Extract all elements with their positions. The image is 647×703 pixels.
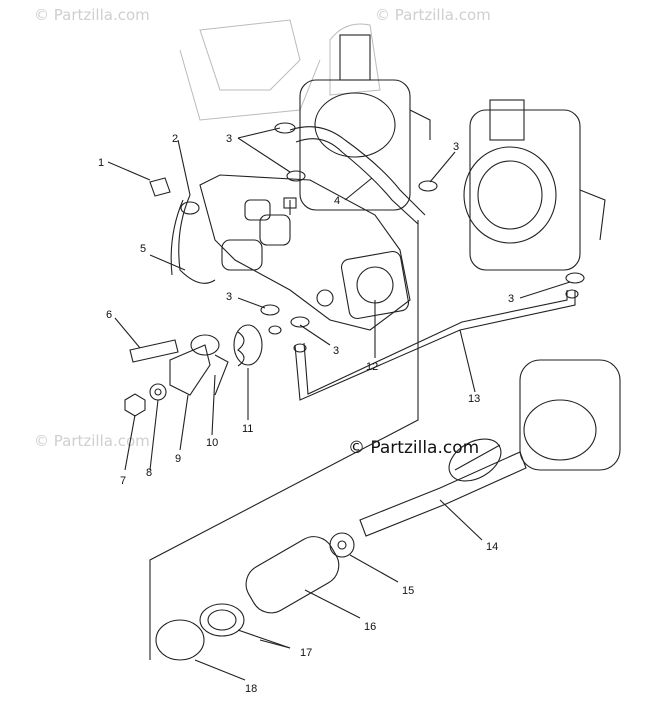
callout-16: 16 (364, 621, 376, 633)
callout-1: 1 (98, 157, 104, 169)
oil-pump-body (199, 174, 411, 331)
callout-2: 2 (172, 133, 178, 145)
watermark-top-left: © Partzilla.com (34, 6, 150, 24)
callout-12: 12 (366, 361, 378, 373)
watermark-top-right: © Partzilla.com (375, 6, 491, 24)
engine-cylinder-block (299, 34, 606, 271)
assembly-frame (149, 220, 419, 660)
callout-3e: 3 (508, 293, 514, 305)
fasteners (124, 177, 263, 417)
engine-background (179, 19, 381, 121)
callout-18: 18 (245, 683, 257, 695)
callout-17: 17 (300, 647, 312, 659)
callout-6: 6 (106, 309, 112, 321)
callout-10: 10 (206, 437, 218, 449)
callout-5: 5 (140, 243, 146, 255)
callout-3a: 3 (226, 133, 232, 145)
callout-15: 15 (402, 585, 414, 597)
callout-3c: 3 (226, 291, 232, 303)
callout-4: 4 (334, 195, 340, 207)
leader-lines (107, 127, 571, 681)
pump-shaft-assembly (155, 359, 621, 661)
callout-13: 13 (468, 393, 480, 405)
callout-11: 11 (242, 423, 253, 435)
watermark-main: © Partzilla.com (348, 438, 480, 458)
callout-7: 7 (120, 475, 126, 487)
callout-3d: 3 (333, 345, 339, 357)
watermark-mid-left: © Partzilla.com (34, 432, 150, 450)
hose-clamps (260, 122, 585, 353)
callout-9: 9 (175, 453, 181, 465)
callout-14: 14 (486, 541, 498, 553)
oil-hoses (170, 126, 576, 401)
callout-3b: 3 (453, 141, 459, 153)
callout-8: 8 (146, 467, 152, 479)
callout-numbers: 1 2 3 3 3 3 3 4 5 6 7 8 9 10 11 12 13 14… (98, 133, 514, 695)
